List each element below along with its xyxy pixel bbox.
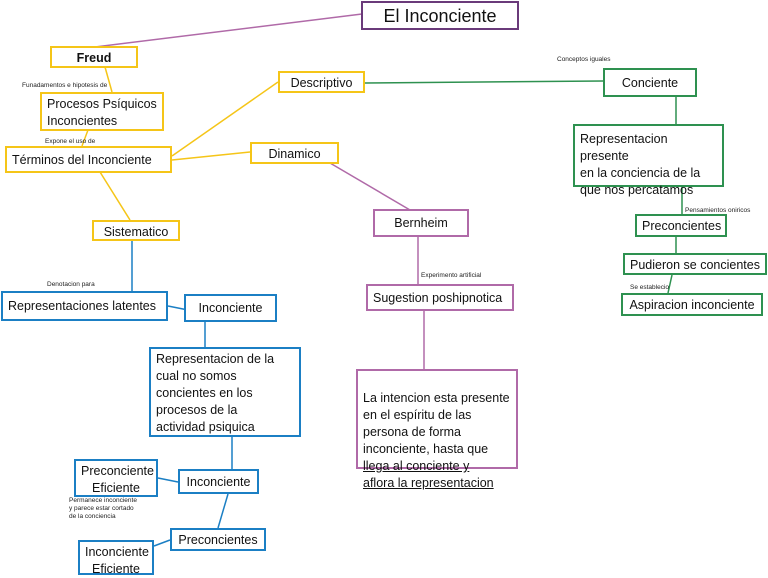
node-preconcientes-blue: Preconcientes <box>170 528 266 551</box>
node-aspiracion: Aspiracion inconciente <box>621 293 763 316</box>
node-inconciente-2: Inconciente <box>178 469 259 494</box>
node-sugestion: Sugestion poshipnotica <box>366 284 514 311</box>
node-pudieron: Pudieron se concientes <box>623 253 767 275</box>
node-representacion-cual: Representacion de la cual no somos conci… <box>149 347 301 437</box>
node-representacion-presente: Representacion presente en la conciencia… <box>573 124 724 197</box>
link-pudieron-aspiracion <box>667 274 673 294</box>
link-inconciente2-preconciente <box>157 477 179 483</box>
node-bernheim: Bernheim <box>373 209 469 237</box>
node-preconcientes-green: Preconcientes <box>635 214 727 237</box>
note-fundamentos: Funadamentos e hipotesis de <box>22 82 108 89</box>
intencion-text-underlined: llega al conciente y aflora la represent… <box>363 459 494 490</box>
node-representaciones-latentes: Representaciones latentes <box>1 291 168 321</box>
intencion-text: La intencion esta presente en el espírit… <box>363 391 510 456</box>
link-preconcientes-eficiente <box>153 539 171 547</box>
link-terminos-sistematico <box>99 171 131 221</box>
link-terminos-dinamico <box>171 151 251 161</box>
link-freud-procesos <box>104 66 113 93</box>
link-title-freud <box>94 13 363 48</box>
node-inconciente: Inconciente <box>184 294 277 322</box>
link-dinamico-bernheim <box>329 162 411 211</box>
note-permanece: Permanece inconciente y parece estar cor… <box>69 497 137 520</box>
link-terminos-descriptivo <box>171 81 279 157</box>
node-title: El Inconciente <box>361 1 519 30</box>
node-sistematico: Sistematico <box>92 220 180 241</box>
node-intencion: La intencion esta presente en el espírit… <box>356 369 518 490</box>
note-pensamientos: Pensamientos oniricos <box>685 207 751 214</box>
note-conceptos: Conceptos iguales <box>557 56 611 63</box>
note-expone: Expone el uso de <box>45 138 96 145</box>
node-conciente: Conciente <box>603 68 697 97</box>
node-preconciente-eficiente: Preconciente Eficiente <box>74 459 158 497</box>
link-descriptivo-conciente <box>364 80 604 84</box>
note-se-establecio: Se establecio <box>630 284 670 291</box>
link-inconciente2-preconcientes <box>217 493 229 529</box>
node-dinamico: Dinamico <box>250 142 339 164</box>
node-freud: Freud <box>50 46 138 68</box>
node-terminos: Términos del Inconciente <box>5 146 172 173</box>
node-procesos: Procesos Psíquicos Inconcientes <box>40 92 164 131</box>
note-experimento: Experimento artificial <box>421 272 482 279</box>
note-denotacion: Denotacion para <box>47 281 95 288</box>
link-procesos-terminos <box>81 129 89 147</box>
node-inconciente-eficiente: Inconciente Eficiente <box>78 540 154 576</box>
node-descriptivo: Descriptivo <box>278 71 365 93</box>
